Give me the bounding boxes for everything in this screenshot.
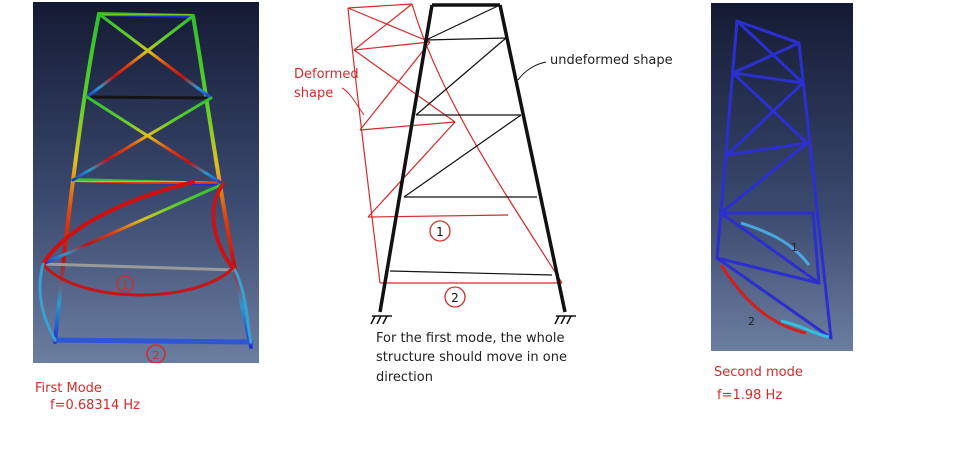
fea-background-right — [711, 3, 853, 351]
first-mode-note-line1: For the first mode, the whole — [376, 331, 565, 346]
svg-text:1: 1 — [122, 279, 129, 292]
schematic-svg: 1 2 — [341, 3, 576, 325]
second-mode-deformed-member-3 — [780, 319, 830, 339]
first-mode-fea-image: 1 2 — [33, 2, 259, 364]
undeformed-shape-label: undeformed shape — [550, 53, 673, 68]
schematic-marker-1: 1 — [429, 220, 451, 242]
svg-text:2: 2 — [153, 349, 160, 362]
second-mode-fea-svg: 1 2 — [711, 3, 853, 351]
first-mode-fea-svg: 1 2 — [33, 2, 259, 364]
right-support-icon — [554, 315, 576, 325]
deformed-shape — [347, 3, 563, 284]
first-mode-frequency: f=0.68314 Hz — [50, 398, 140, 413]
first-mode-title: First Mode — [35, 381, 102, 396]
second-mode-deformed-member-2 — [719, 264, 807, 335]
svg-text:2: 2 — [451, 291, 459, 305]
undeformed-shape — [378, 3, 567, 313]
first-mode-note-line2: structure should move in one — [376, 350, 567, 365]
schematic-marker-2: 2 — [444, 286, 466, 308]
first-mode-marker-1: 1 — [116, 275, 134, 293]
deformed-shape-label-line2: shape — [294, 86, 334, 101]
second-mode-deformed-member-1 — [740, 221, 811, 266]
second-mode-tower — [715, 19, 833, 340]
deformed-shape-label-line1: Deformed — [294, 67, 359, 82]
first-mode-tower — [38, 12, 254, 349]
deformed-leader-line — [341, 87, 365, 116]
second-mode-marker-1: 1 — [791, 241, 798, 254]
second-mode-title: Second mode — [714, 365, 803, 380]
first-mode-note-line3: direction — [376, 370, 433, 385]
second-mode-fea-image: 1 2 — [711, 3, 853, 351]
mode-shape-schematic: 1 2 — [280, 0, 700, 340]
left-support-icon — [370, 315, 392, 325]
second-mode-frequency: f=1.98 Hz — [717, 388, 783, 403]
second-mode-marker-2: 2 — [748, 315, 755, 328]
svg-text:1: 1 — [436, 225, 444, 239]
undeformed-leader-line — [517, 61, 547, 81]
